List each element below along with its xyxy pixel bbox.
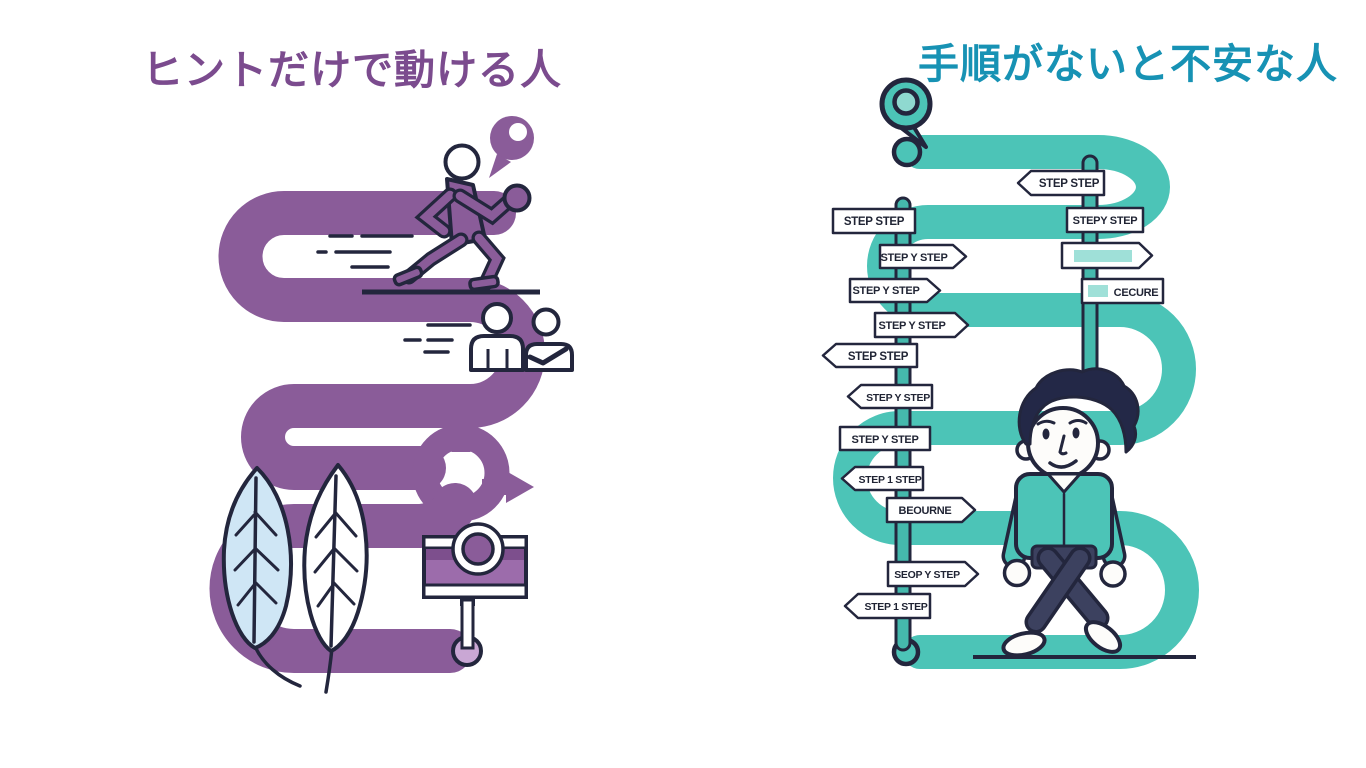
sign: STEP Y STEP — [838, 425, 932, 452]
right-title: 手順がないと不安な人 — [918, 40, 1338, 88]
shoe — [1083, 620, 1123, 654]
hand — [1002, 558, 1032, 588]
camera-lens-icon — [461, 532, 495, 566]
sign-label: STEP Y STEP — [880, 252, 947, 264]
runner-shoe — [392, 265, 424, 287]
sign: STEPY STEP — [1065, 206, 1145, 234]
sign-label: CECURE — [1114, 287, 1159, 299]
up-arrow-icon — [440, 390, 482, 420]
sign: STEP STEP — [821, 342, 919, 369]
speed-lines — [316, 234, 472, 354]
runner-head — [443, 143, 481, 181]
sign-label: STEP STEP — [844, 216, 905, 228]
sign-label: SEOP Y STEP — [894, 569, 960, 581]
sign: STEP Y STEP — [873, 311, 970, 339]
sign: STEP Y STEP — [878, 243, 968, 270]
sign: STEP STEP — [831, 207, 917, 235]
eyebrows — [1036, 419, 1088, 426]
speech-bubble-search-icon — [879, 77, 933, 149]
speech-bubble-pin-icon — [489, 116, 534, 178]
hand — [1099, 560, 1127, 588]
collar — [1046, 472, 1082, 494]
sign: STEP 1 STEP — [840, 465, 925, 492]
sign-label: STEP STEP — [848, 351, 909, 363]
walking-person-figure — [1001, 367, 1140, 658]
signs-left-post: STEP STEP STEP Y STEP STEP Y STEP STEP Y… — [821, 207, 980, 620]
sign-label: STEP Y STEP — [866, 392, 930, 404]
camera-signpost — [422, 522, 528, 650]
shoe — [1001, 630, 1047, 658]
left-signpost-pole — [894, 196, 912, 652]
sign-label: STEP STEP — [1039, 178, 1100, 190]
leaves — [221, 463, 369, 694]
pointing-arm — [527, 346, 569, 366]
runner-shoe — [468, 274, 500, 292]
two-people-figures — [469, 302, 574, 372]
nose — [1058, 434, 1068, 456]
sign-label: STEP 1 STEP — [858, 474, 921, 486]
sign: CECURE — [1080, 277, 1165, 305]
sign: BEOURNE — [885, 496, 977, 524]
sign: STEP STEP — [1016, 169, 1106, 197]
right-arrow-icon — [506, 471, 534, 503]
eye — [1042, 428, 1050, 440]
eye — [1072, 427, 1080, 439]
sign: STEP Y STEP — [846, 383, 934, 410]
sign-label: STEP 1 STEP — [864, 601, 927, 613]
signs-right-post: STEP STEP STEPY STEP CECURE — [1016, 169, 1165, 305]
sign-label: STEP Y STEP — [851, 434, 918, 446]
running-person-figure — [392, 143, 532, 292]
path-start-node — [891, 136, 923, 168]
sign-label: BEOURNE — [899, 505, 952, 517]
person-bust — [469, 334, 525, 372]
left-title: ヒントだけで動ける人 — [142, 46, 562, 94]
sign-label: STEPY STEP — [1073, 215, 1138, 227]
sign: STEP Y STEP — [848, 277, 942, 304]
sign-swatch — [1088, 285, 1108, 297]
sign: SEOP Y STEP — [886, 560, 980, 588]
person-head — [531, 307, 561, 337]
left-illustration — [209, 116, 574, 694]
ball — [502, 183, 532, 213]
smile — [1048, 459, 1078, 469]
sign-blank — [1060, 241, 1154, 270]
person-head — [481, 302, 513, 334]
hair — [1017, 367, 1140, 454]
sign: STEP 1 STEP — [843, 592, 932, 620]
right-illustration: STEP STEP STEP Y STEP STEP Y STEP STEP Y… — [821, 77, 1199, 669]
sign-label: STEP Y STEP — [878, 320, 945, 332]
sign-label: STEP Y STEP — [852, 285, 919, 297]
sign-blank-bar — [1074, 250, 1132, 262]
